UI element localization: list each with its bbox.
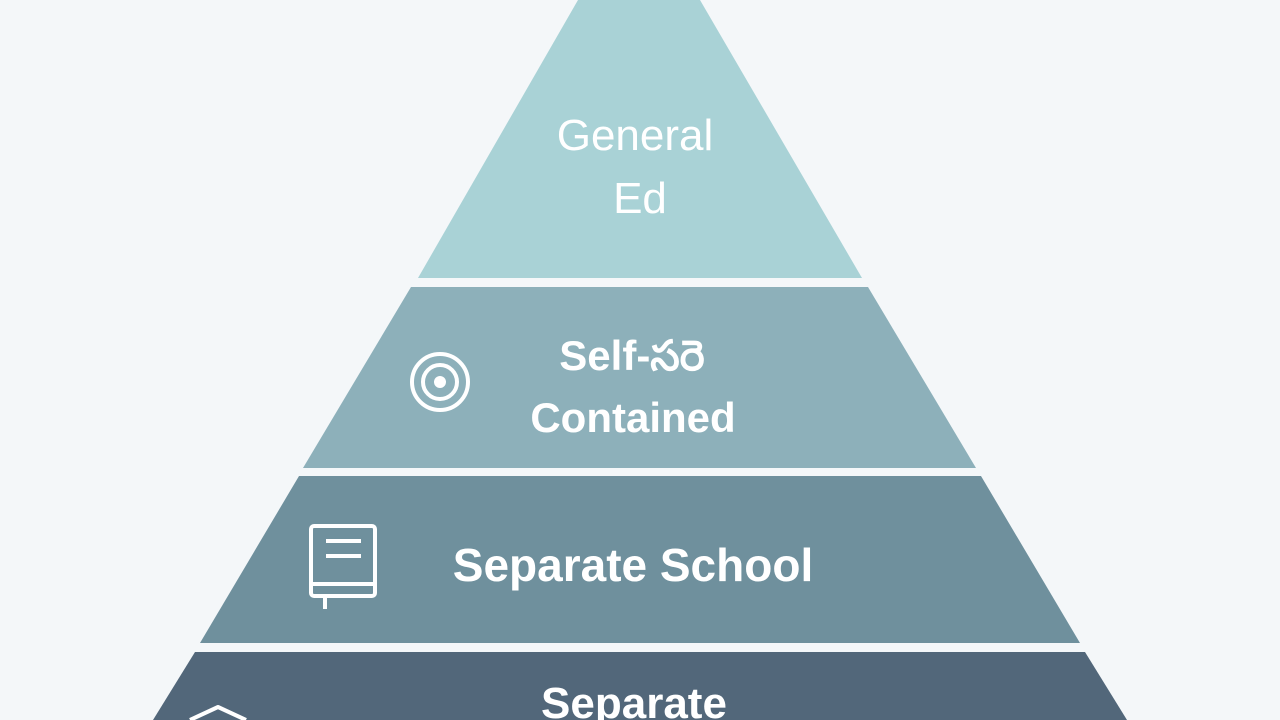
tier-3-label: Separate School [453,539,813,591]
tier-1-label-line-2: Ed [613,174,667,223]
tier-4-shape [153,652,1127,720]
tier-3-shape [200,476,1080,643]
tier-1-label-line-1: General [557,111,714,160]
tier-4-label: Separate [541,679,727,720]
tier-2-label-line-1: Self-సరె [559,332,704,379]
house-icon [189,705,247,720]
tier-1-shape [418,0,862,278]
book-icon [309,524,377,609]
target-icon [410,352,470,412]
tier-2-shape [303,287,976,468]
tier-2-label-line-2: Contained [530,394,735,441]
